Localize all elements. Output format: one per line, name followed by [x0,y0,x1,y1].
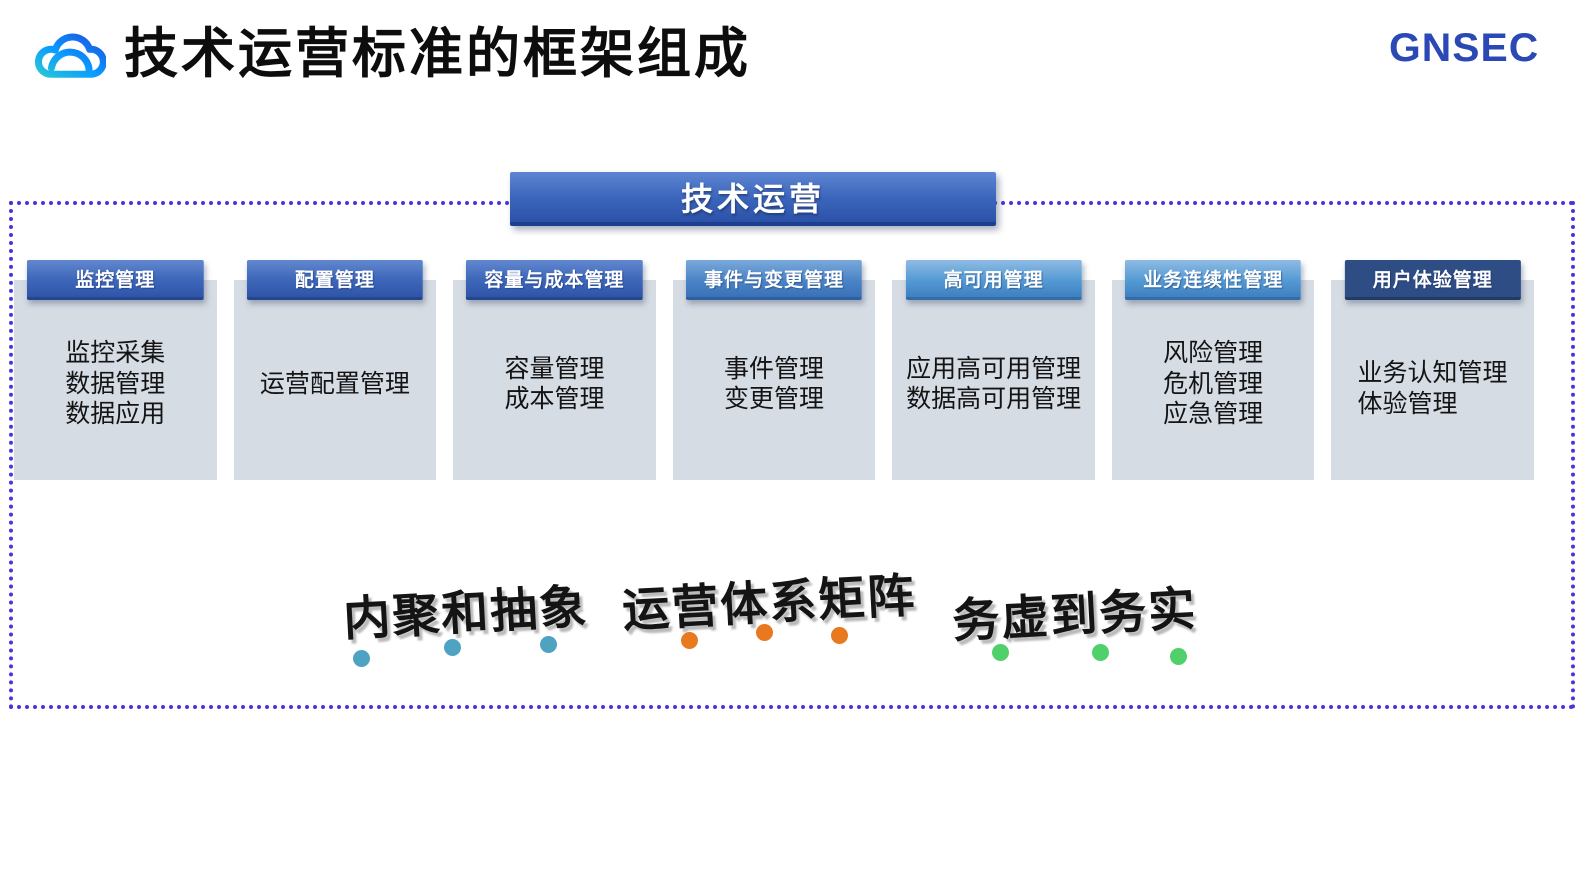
keyword-dot [444,639,461,656]
column-header: 用户体验管理 [1344,260,1521,300]
column-high-availability: 高可用管理 应用高可用管理 数据高可用管理 [892,260,1095,480]
slide-header: 技术运营标准的框架组成 [28,22,751,86]
column-item: 容量管理 [504,354,605,383]
column-item: 体验管理 [1357,389,1458,418]
keyword-dot [1092,644,1109,661]
column-item: 成本管理 [504,385,605,413]
column-body: 业务认知管理 体验管理 [1331,280,1535,480]
tech-ops-banner-label: 技术运营 [680,181,825,217]
column-header: 业务连续性管理 [1125,260,1302,300]
column-configuration: 配置管理 运营配置管理 [233,260,437,480]
keyword-dot [681,632,698,649]
framework-columns: 监控管理 监控采集 数据管理 数据应用 配置管理 运营配置管理 容量与成本管理 … [14,260,1535,480]
column-business-continuity: 业务连续性管理 风险管理 危机管理 应急管理 [1111,260,1315,480]
keyword-dot [756,624,773,641]
column-capacity-cost: 容量与成本管理 容量管理 成本管理 [453,260,656,480]
column-item: 应用高可用管理 [906,354,1082,383]
column-body: 容量管理 成本管理 [453,280,656,480]
column-item: 监控采集 [65,339,166,368]
keyword-dot [992,644,1009,661]
keyword-abstract-to-concrete: 务虚到务实 [950,581,1199,648]
column-item: 数据应用 [65,400,166,429]
column-item: 运营配置管理 [259,369,410,398]
column-item: 变更管理 [724,385,825,413]
column-item: 风险管理 [1163,339,1264,368]
column-header: 容量与成本管理 [466,260,643,300]
column-user-experience: 用户体验管理 业务认知管理 体验管理 [1331,260,1535,480]
column-body: 应用高可用管理 数据高可用管理 [892,280,1095,480]
column-header: 监控管理 [27,260,204,300]
page-title: 技术运营标准的框架组成 [124,23,751,84]
keyword-dot [353,650,370,667]
column-item: 数据管理 [65,369,166,398]
gnsec-logo: GNSEC [1388,26,1539,70]
column-item: 危机管理 [1163,369,1264,398]
column-body: 事件管理 变更管理 [672,280,876,480]
column-body: 风险管理 危机管理 应急管理 [1111,280,1315,480]
column-incident-change: 事件与变更管理 事件管理 变更管理 [672,260,876,480]
keyword-dot [1170,648,1187,665]
column-monitoring: 监控管理 监控采集 数据管理 数据应用 [14,260,217,480]
keyword-dot [540,636,557,653]
column-item: 数据高可用管理 [906,385,1082,413]
column-item: 业务认知管理 [1357,359,1508,387]
column-item: 应急管理 [1163,400,1264,429]
column-header: 配置管理 [246,260,423,300]
column-item: 事件管理 [724,354,825,383]
column-header: 高可用管理 [905,260,1082,300]
tech-ops-banner: 技术运营 [510,172,996,226]
column-body: 监控采集 数据管理 数据应用 [14,280,217,480]
cloud-icon [35,33,106,78]
column-body: 运营配置管理 [233,280,437,480]
column-header: 事件与变更管理 [685,260,863,300]
keyword-dot [831,627,848,644]
